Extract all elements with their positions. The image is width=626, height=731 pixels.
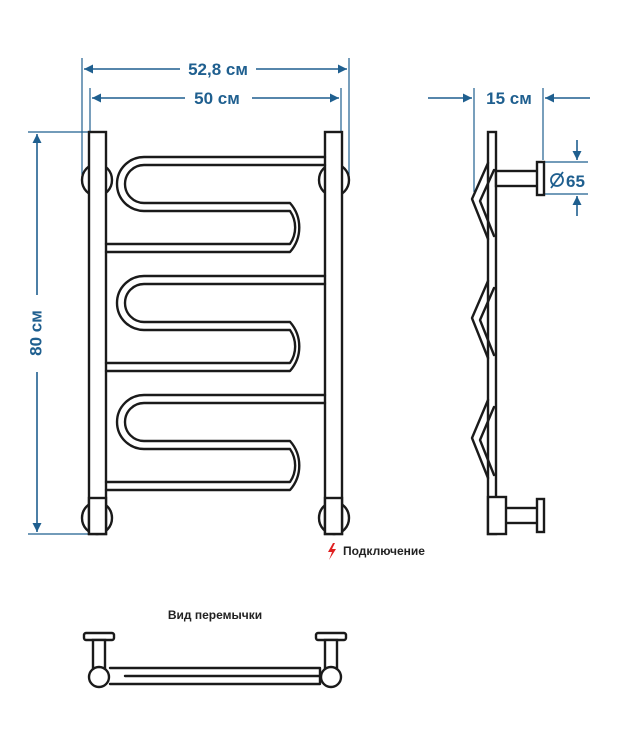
height-label: 80 см <box>26 310 45 356</box>
bottom-bracket-flange <box>535 497 546 534</box>
jumper-view: Вид перемычки <box>82 608 348 689</box>
top-bracket-pipe <box>494 169 542 188</box>
front-view: 52,8 см 50 см 80 см <box>26 58 351 536</box>
right-collector <box>323 130 344 536</box>
serpentine-rungs <box>104 155 327 492</box>
height-dimension: 80 см <box>26 134 45 532</box>
overall-width-label: 52,8 см <box>188 60 248 79</box>
axis-width-label: 50 см <box>194 89 240 108</box>
wall-brackets <box>80 162 351 536</box>
diameter-icon <box>550 171 564 189</box>
jumper-view-label: Вид перемычки <box>168 608 262 622</box>
lightning-icon <box>328 543 336 560</box>
left-collector <box>87 130 108 536</box>
connection-label: Подключение <box>343 544 425 558</box>
side-rungs <box>470 161 496 480</box>
top-bracket-flange <box>535 160 546 197</box>
axis-width-dimension: 50 см <box>92 89 339 108</box>
overall-width-dimension: 52,8 см <box>84 60 347 79</box>
connection-legend: Подключение <box>328 543 425 560</box>
flange-label: 65 <box>566 172 585 191</box>
side-collector <box>486 130 498 536</box>
depth-label: 15 см <box>486 89 532 108</box>
side-view: 15 см 65 <box>428 88 590 536</box>
side-bottom-cap <box>486 495 508 536</box>
collector-caps <box>87 496 344 536</box>
